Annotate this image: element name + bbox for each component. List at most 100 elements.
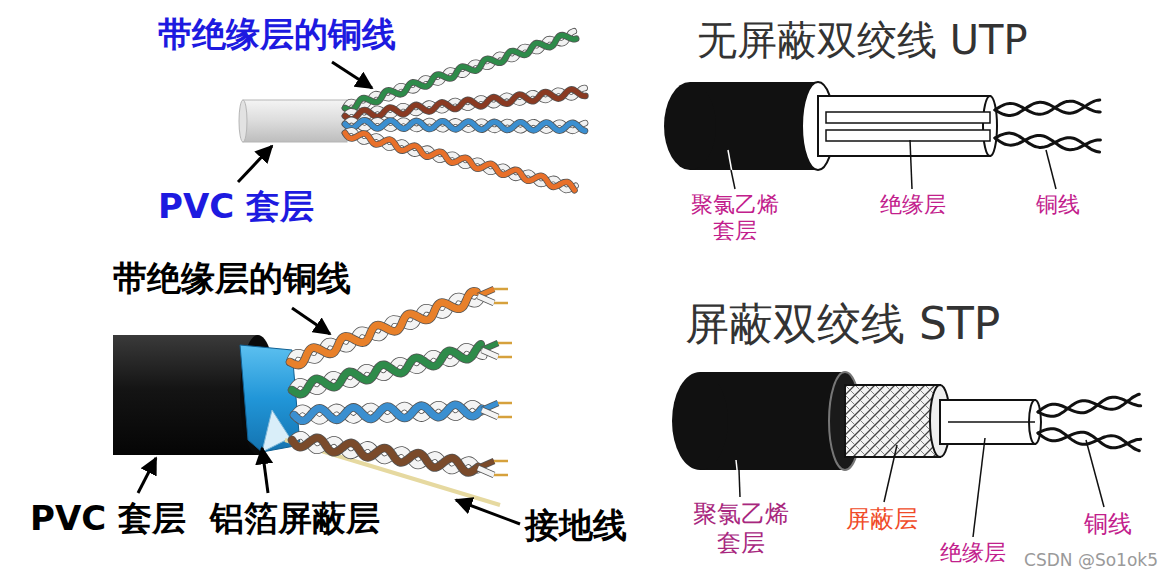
wire-core [345,131,576,190]
inner-conductor [826,130,990,141]
stp-schematic [672,372,1041,470]
part-label: 铜线 [1036,192,1080,218]
twisted-pair [995,133,1100,152]
conductor-divider [948,421,1035,423]
leader-line [728,150,735,189]
leader-arrow [138,458,156,493]
twisted-pair [995,100,1100,115]
pvc-jacket [113,335,258,455]
copper-tip [498,402,512,405]
wire-outline [345,120,585,131]
wire-core [482,350,498,357]
wire-core [482,410,498,417]
wire-outline [292,344,481,394]
watermark: CSDN @So1ok5 [1024,550,1158,570]
twisted-pair [1038,394,1141,416]
twisted-pair [1038,429,1141,451]
wire [345,120,585,131]
wire [294,405,482,421]
wire-outline [478,468,494,475]
wire [995,135,1100,149]
twisted-pair [292,435,478,472]
wire-ends [482,403,512,417]
wire-outline [345,131,576,190]
part-label: PVC 套层 [158,186,314,227]
pvc-jacket [243,100,347,142]
copper-tip [494,460,508,463]
leader-line [1086,440,1104,507]
wire-outline [294,404,482,420]
wire [345,131,576,190]
wire-core [478,296,494,303]
wire-core [294,404,482,420]
twisted-pair [294,404,482,421]
wire [345,133,574,190]
insulation [940,400,1035,444]
jacket-end [239,100,247,142]
utp-schematic [664,82,997,170]
wire-ends [482,343,512,357]
wire [1038,432,1141,448]
wire-core [345,120,585,131]
wire-outline [482,350,498,357]
wire [345,120,585,131]
leader-arrow [262,448,268,493]
insulation-end [983,96,997,156]
leader-line [884,445,897,502]
part-label: 聚氯乙烯 套层 [685,500,797,558]
insulation [818,96,990,156]
wire-core [1038,394,1139,416]
wire-core [292,438,478,473]
jacket-end [672,372,728,470]
leader-arrow [456,500,520,524]
wire-outline [482,410,498,417]
copper-tip [494,474,508,477]
leader-line [731,170,735,189]
wire-outline [345,89,585,119]
wire-core [292,344,481,394]
cable-heading: 屏蔽双绞线 STP [685,298,1000,351]
wire-core [345,89,585,119]
part-label: PVC 套层 [30,498,186,539]
part-label: 聚氯乙烯 套层 [685,192,785,245]
braided-shield [845,385,940,457]
twisted-wires [285,31,1141,505]
wire-core [995,135,1100,149]
part-label: 屏蔽层 [846,505,918,534]
wire-outline [345,120,585,131]
wire [345,89,585,119]
wire [995,100,1100,115]
inner-conductor [826,112,990,123]
wire-ends [478,289,508,303]
wire-core [345,120,585,131]
copper-tip [498,356,512,359]
wire-core [995,133,1100,152]
wire-outline [345,133,574,190]
leader-line [973,438,985,537]
cable-heading: 无屏蔽双绞线 UTP [697,16,1028,64]
wire [294,404,482,420]
copper-tip [494,288,508,291]
twisted-pair [345,120,585,131]
wire-ends [478,461,508,475]
leader-arrow [292,308,330,334]
part-label: 绝缘层 [880,192,946,218]
leader-line [736,460,740,497]
leader-line [739,470,740,497]
wire [995,133,1100,152]
part-label: 铝箔屏蔽层 [210,498,380,539]
wire [292,438,478,473]
wire-core [995,100,1100,115]
wire-core [294,405,482,421]
twisted-pair [345,88,585,119]
wire [1038,394,1139,416]
part-label: 带绝缘层的铜线 [113,258,351,299]
part-label: 带绝缘层的铜线 [158,14,396,55]
stp-cable-photo [113,335,300,455]
leader-line [910,140,912,189]
leader-line [1046,150,1056,189]
wire [292,344,481,394]
jacket-end [664,82,716,170]
foil-fold [262,410,290,452]
